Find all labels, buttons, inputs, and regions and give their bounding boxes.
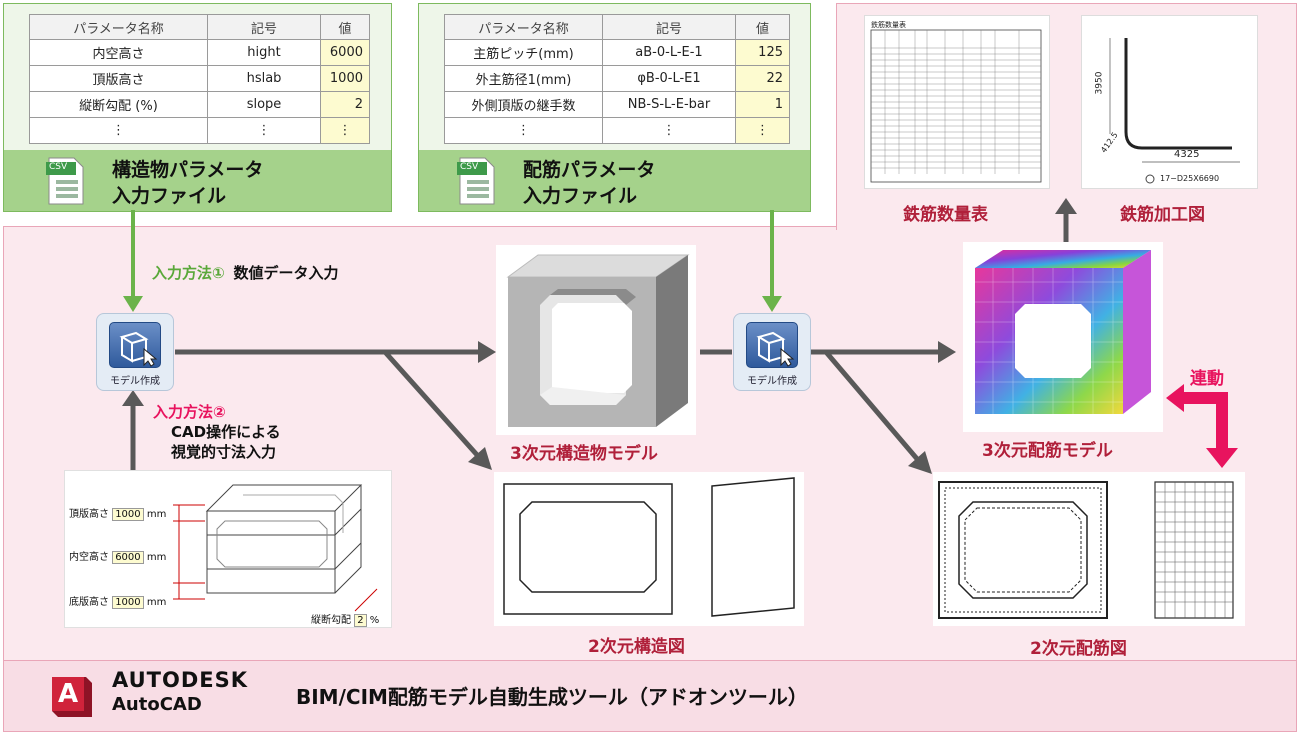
arrow-head xyxy=(1166,384,1184,412)
rebar-3d-model-image xyxy=(963,242,1163,432)
arrow-head xyxy=(762,296,782,312)
caption-rebar-2d: 2次元配筋図 xyxy=(1030,639,1127,659)
arrow-head xyxy=(468,447,492,470)
cube-cursor-icon xyxy=(746,322,798,368)
autocad-logo-icon: A xyxy=(46,673,94,721)
structure-2d-drawing-image xyxy=(494,472,804,626)
top-slab-row: 頂版高さ 1000 mm xyxy=(69,508,167,521)
rebar-param-table: パラメータ名称 記号 値 主筋ピッチ(mm) aB-0-L-E-1 125 外主… xyxy=(444,14,790,144)
bending-note: 17−D25X6690 xyxy=(1160,174,1220,183)
input-method-2-label: 入力方法② xyxy=(153,403,226,421)
col-header-name: パラメータ名称 xyxy=(29,14,208,40)
csv-icon-label: CSV xyxy=(49,162,68,172)
autocad-product: AutoCAD xyxy=(112,694,202,715)
caption-rebar-3d: 3次元配筋モデル xyxy=(982,441,1113,461)
footer-title: BIM/CIM配筋モデル自動生成ツール（アドオンツール） xyxy=(296,685,808,709)
rebar-2d-drawing-image xyxy=(933,472,1245,626)
autocad-logo-letter: A xyxy=(58,679,79,709)
rebar-param-title: 配筋パラメータ 入力ファイル xyxy=(523,159,656,207)
arrow-head xyxy=(938,341,956,363)
footer-bar xyxy=(3,660,1297,732)
arrow-head xyxy=(122,390,144,406)
inner-height-row: 内空高さ 6000 mm xyxy=(69,551,167,564)
table-row: 主筋ピッチ(mm) aB-0-L-E-1 125 xyxy=(444,39,790,66)
arrow-head xyxy=(1055,198,1077,214)
slope-row: 縦断勾配 2 % xyxy=(311,614,380,627)
cad-input-panel: 頂版高さ 1000 mm 内空高さ 6000 mm 底版高さ 1000 mm 縦… xyxy=(64,470,392,628)
inner-height-input[interactable]: 6000 xyxy=(112,551,144,564)
structure-3d-model-image xyxy=(496,245,696,435)
top-slab-input[interactable]: 1000 xyxy=(112,508,144,521)
table-row: 内空高さ hight 6000 xyxy=(29,39,370,66)
box-culvert-wireframe xyxy=(173,484,378,612)
csv-file-icon xyxy=(46,156,86,210)
cube-cursor-icon xyxy=(109,322,161,368)
arrow-head xyxy=(908,451,932,474)
autodesk-brand: AUTODESK xyxy=(112,668,249,692)
input-method-1-text: 数値データ入力 xyxy=(233,264,339,282)
quantity-table-title: 鉄筋数量表 xyxy=(871,21,906,29)
arrow-head xyxy=(123,296,143,312)
rebar-bending-drawing-image: 3950 412.5 4325 17−D25X6690 xyxy=(1081,15,1258,189)
col-header-value: 値 xyxy=(735,14,790,40)
arrow-button2-to-rebar2d xyxy=(824,350,920,462)
arrow-button1-to-2ddrawing xyxy=(383,350,480,458)
caption-rebar-quantity: 鉄筋数量表 xyxy=(903,205,988,225)
link-arrow xyxy=(1182,392,1228,450)
model-create-button-structure[interactable]: モデル作成 xyxy=(96,313,174,391)
csv-icon-label: CSV xyxy=(460,162,479,172)
slope-input[interactable]: 2 xyxy=(354,614,367,627)
input-method-1-label: 入力方法① xyxy=(152,264,225,282)
rebar-quantity-table-image: 鉄筋数量表 xyxy=(864,15,1050,189)
table-row: 縦断勾配 (%) slope 2 xyxy=(29,91,370,118)
table-row: ⋮ ⋮ ⋮ xyxy=(444,117,790,144)
csv-file-icon xyxy=(457,156,497,210)
caption-rebar-bending: 鉄筋加工図 xyxy=(1120,205,1205,225)
bottom-slab-input[interactable]: 1000 xyxy=(112,596,144,609)
caption-structure-2d: 2次元構造図 xyxy=(588,637,685,657)
structure-param-title: 構造物パラメータ 入力ファイル xyxy=(112,159,264,207)
input-method-2: 入力方法② CAD操作による 視覚的寸法入力 xyxy=(153,403,281,461)
dim-vertical: 3950 xyxy=(1094,71,1105,95)
arrow-head xyxy=(1206,448,1238,468)
caption-structure-3d: 3次元構造物モデル xyxy=(510,444,658,464)
input-method-1: 入力方法① 数値データ入力 xyxy=(152,262,339,283)
caption-link: 連動 xyxy=(1190,369,1224,389)
table-row: ⋮ ⋮ ⋮ xyxy=(29,117,370,144)
arrow-head xyxy=(478,341,496,363)
dim-horizontal: 4325 xyxy=(1174,149,1200,160)
col-header-value: 値 xyxy=(320,14,370,40)
model-create-button-rebar[interactable]: モデル作成 xyxy=(733,313,811,391)
structure-param-table: パラメータ名称 記号 値 内空高さ hight 6000 頂版高さ hslab … xyxy=(29,14,370,144)
structure-param-panel: パラメータ名称 記号 値 内空高さ hight 6000 頂版高さ hslab … xyxy=(3,3,392,212)
bottom-slab-row: 底版高さ 1000 mm xyxy=(69,596,167,609)
rebar-param-panel: パラメータ名称 記号 値 主筋ピッチ(mm) aB-0-L-E-1 125 外主… xyxy=(418,3,811,212)
